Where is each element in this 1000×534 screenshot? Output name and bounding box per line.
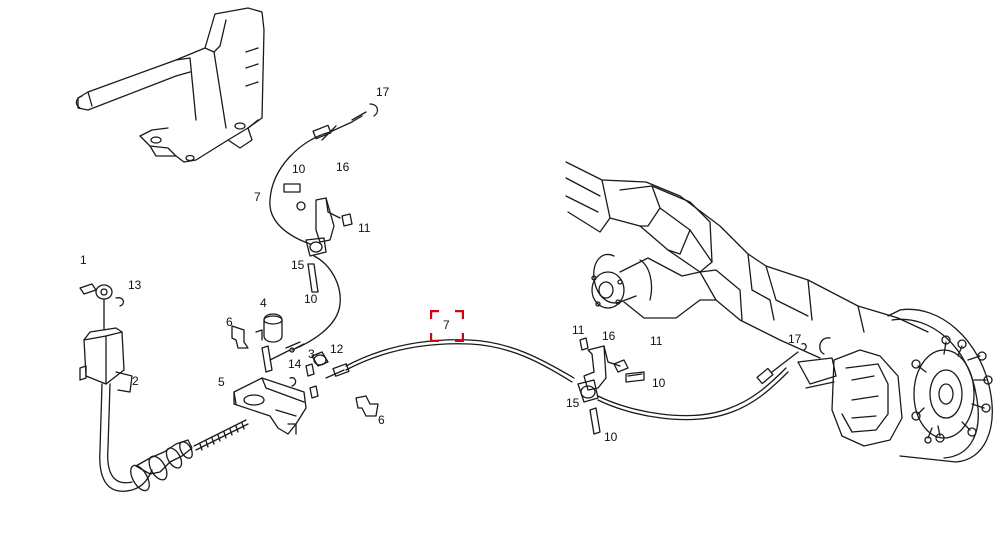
callout-3: 3 (308, 347, 315, 361)
callout-15-top: 15 (291, 258, 305, 272)
upper-cable (269, 103, 379, 351)
axle-assembly (565, 161, 929, 359)
callout-17-right: 17 (788, 332, 802, 346)
callout-16-top: 16 (336, 160, 350, 174)
callout-14: 14 (288, 357, 302, 371)
bracket-16-right (577, 337, 831, 435)
callout-2: 2 (132, 374, 139, 388)
callout-11-right-1: 11 (572, 323, 585, 337)
callout-12: 12 (330, 342, 344, 356)
callout-6-right: 6 (378, 413, 385, 427)
callout-13: 13 (128, 278, 142, 292)
callout-1: 1 (80, 253, 87, 267)
callout-11-top: 11 (358, 221, 371, 235)
callout-7-selected: 7 (443, 318, 450, 332)
callout-7-top: 7 (254, 190, 261, 204)
equalizer-bracket (231, 313, 379, 435)
hotspot-7-selected[interactable]: 7 (430, 310, 464, 342)
callout-4: 4 (260, 296, 267, 310)
callout-16-right: 16 (602, 329, 616, 343)
callout-10-right-2: 10 (604, 430, 618, 444)
bracket-16-top (283, 183, 353, 293)
callout-5: 5 (218, 375, 225, 389)
callout-17-top: 17 (376, 85, 390, 99)
callout-10-right-1: 10 (652, 376, 666, 390)
main-rear-cable (325, 339, 575, 383)
callout-11-right-2: 11 (650, 334, 663, 348)
callout-15-right: 15 (566, 396, 580, 410)
handbrake-lever (75, 7, 265, 163)
callout-10-mid: 10 (304, 292, 318, 306)
callout-6-left: 6 (226, 315, 233, 329)
selection-corners (430, 310, 464, 342)
callout-10-top: 10 (292, 162, 306, 176)
left-equalizer (79, 283, 249, 492)
brake-disc (797, 308, 993, 463)
